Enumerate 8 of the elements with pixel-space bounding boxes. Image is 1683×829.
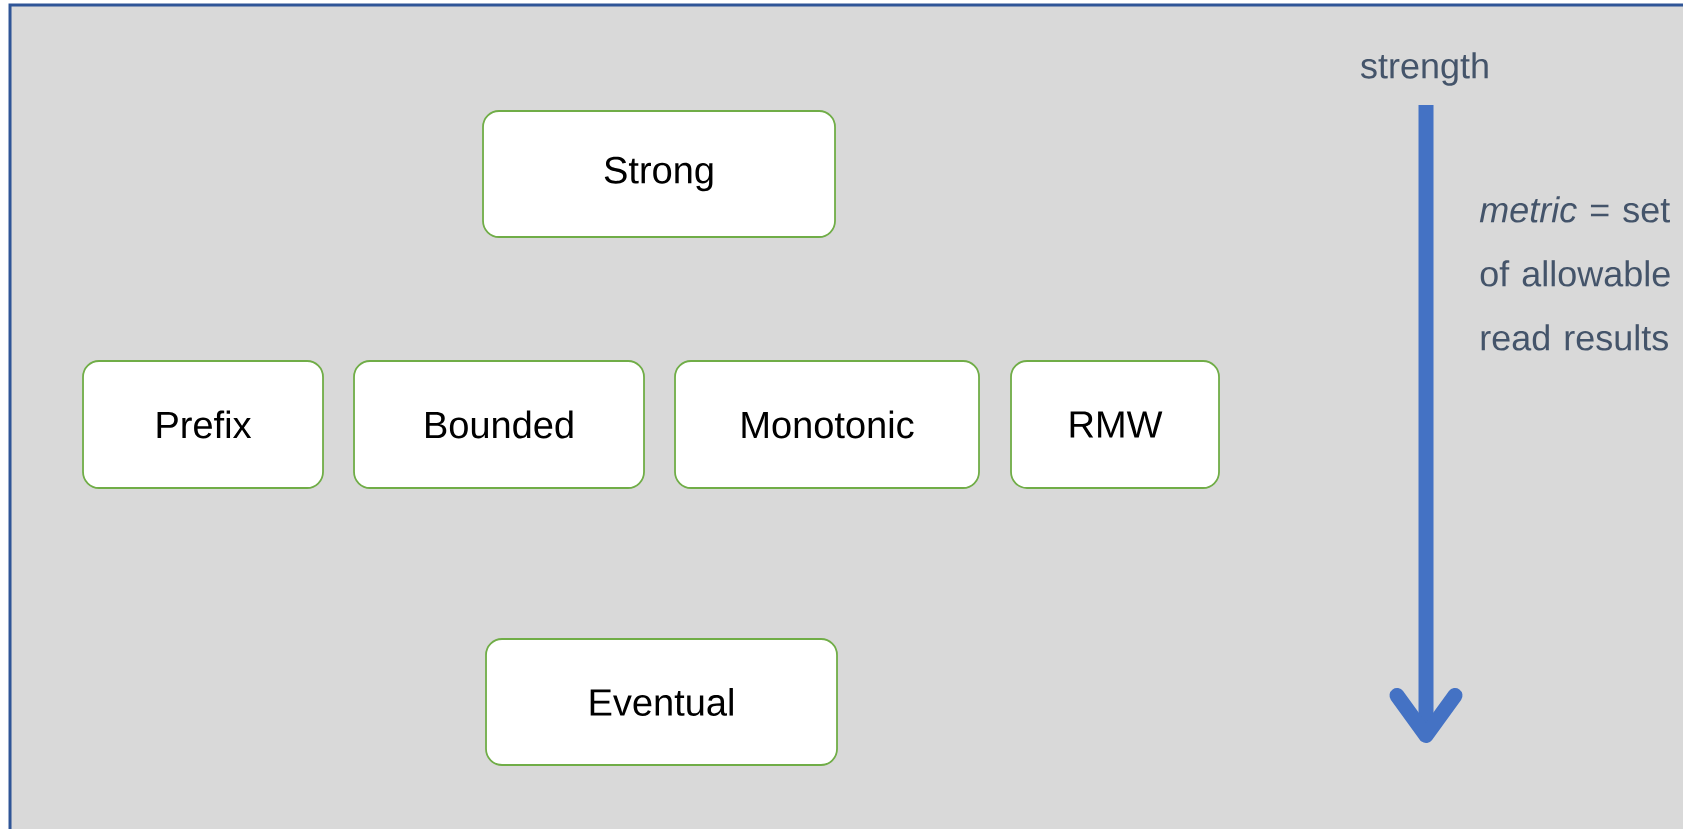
axis-label: strength	[1361, 52, 1488, 86]
state-box: RMW	[1010, 360, 1220, 489]
note-text: metric = set of allowable read results	[1479, 196, 1670, 351]
state-box: Bounded	[353, 360, 645, 489]
state-box: Strong	[482, 110, 836, 238]
state-box: Eventual	[485, 638, 838, 766]
state-box: Monotonic	[674, 360, 980, 489]
state-box: Prefix	[82, 360, 324, 489]
